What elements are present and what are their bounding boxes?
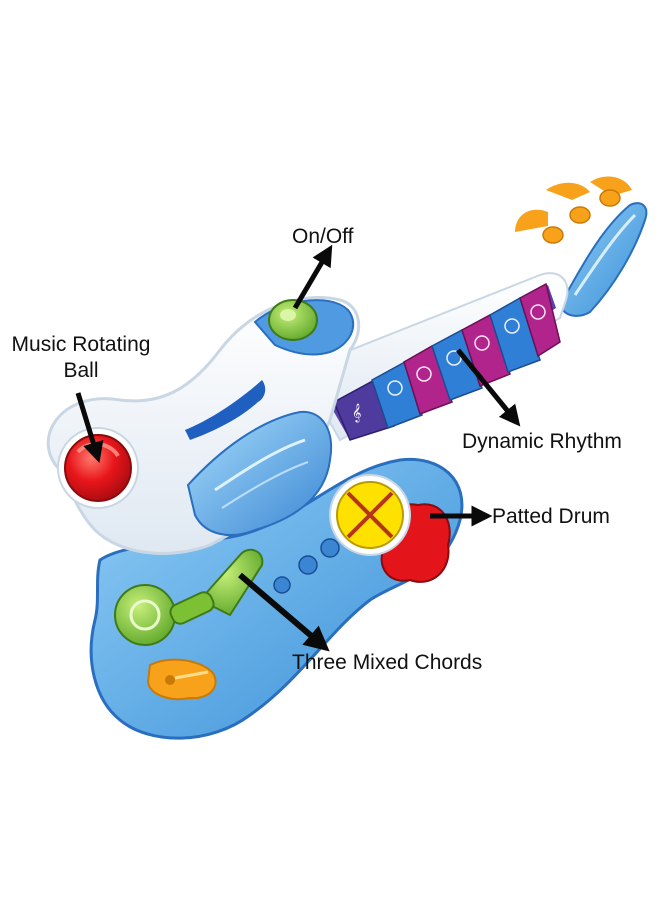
- flower-buttons: [273, 538, 340, 594]
- arrow-three-chords: [238, 572, 330, 652]
- svg-text:𝄞: 𝄞: [352, 403, 361, 423]
- headstock: [558, 202, 648, 317]
- label-music-ball-line2: Ball: [63, 359, 99, 382]
- label-music-ball-line1: Music Rotating: [11, 333, 151, 356]
- slider-pad: [186, 410, 333, 536]
- rhythm-keys: 𝄞: [333, 282, 561, 441]
- tuning-pegs: [515, 176, 632, 244]
- label-on-off: On/Off: [292, 225, 354, 248]
- music-rotating-ball: [57, 427, 139, 509]
- mini-guitar-icon: [146, 658, 217, 701]
- label-patted-drum: Patted Drum: [492, 505, 610, 528]
- chord-lever: [114, 548, 264, 646]
- on-off-button: [268, 299, 318, 341]
- arrow-on-off: [292, 244, 333, 310]
- label-three-mixed-chords: Three Mixed Chords: [292, 651, 483, 674]
- annotation-arrows: [75, 244, 521, 652]
- arrow-dynamic-rhythm: [456, 348, 521, 427]
- patted-drum: [329, 474, 451, 583]
- arrow-music-ball: [75, 392, 104, 464]
- label-dynamic-rhythm: Dynamic Rhythm: [462, 430, 622, 453]
- label-music-rotating-ball: Music Rotating Ball: [2, 332, 160, 384]
